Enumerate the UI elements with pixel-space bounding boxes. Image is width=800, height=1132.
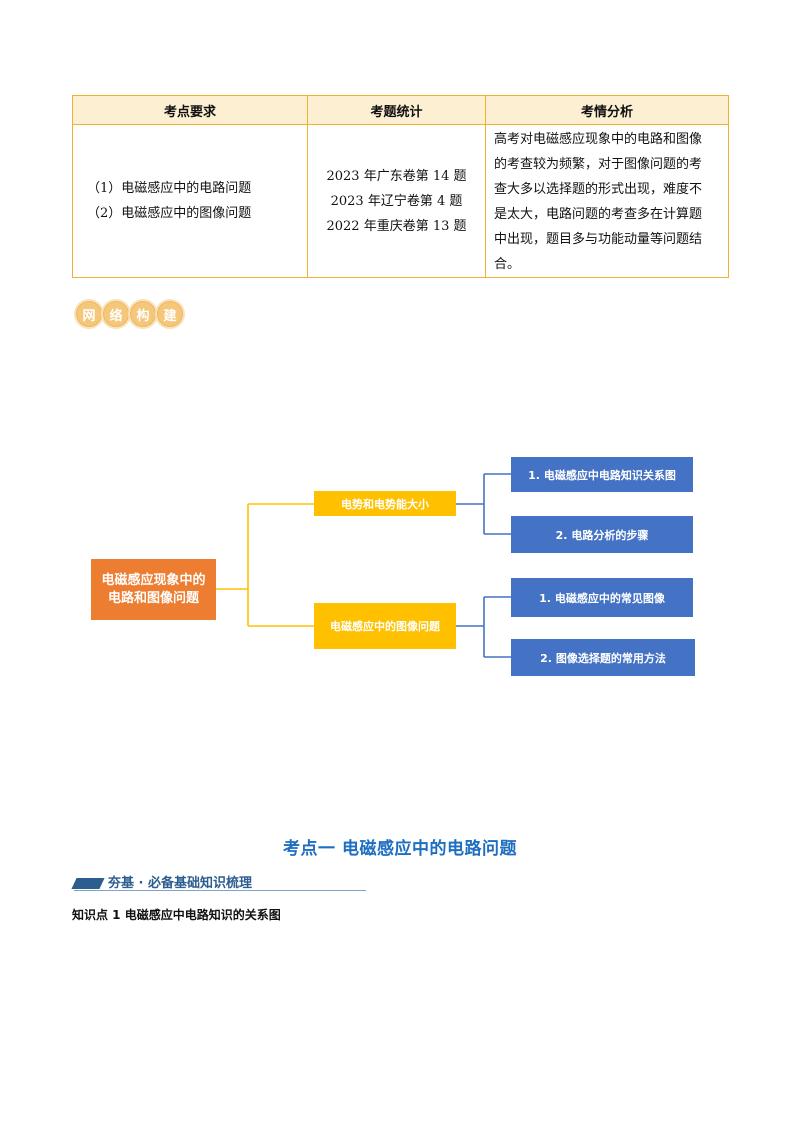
- mindmap-root-node: 电磁感应现象中的 电路和图像问题: [91, 559, 216, 620]
- banner-text: 夯基 · 必备基础知识梳理: [108, 876, 252, 891]
- requirement-item: （2）电磁感应中的图像问题: [87, 206, 252, 221]
- section-banner: 夯基 · 必备基础知识梳理: [71, 872, 366, 892]
- badge-char: 络: [101, 299, 131, 329]
- analysis-line: 是太大，电路问题的考查多在计算题: [494, 207, 703, 222]
- badge-char: 构: [128, 299, 158, 329]
- mindmap-leaf-circuit-steps: 2. 电路分析的步骤: [511, 516, 693, 553]
- header-statistics: 考题统计: [307, 95, 486, 125]
- requirements-cell: （1）电磁感应中的电路问题 （2）电磁感应中的图像问题: [72, 124, 308, 278]
- table-header-row: 考点要求 考题统计 考情分析: [72, 95, 729, 125]
- statistics-cell: 2023 年广东卷第 14 题 2023 年辽宁卷第 4 题 2022 年重庆卷…: [307, 124, 486, 278]
- exam-overview-table: 考点要求 考题统计 考情分析 （1）电磁感应中的电路问题 （2）电磁感应中的图像…: [72, 95, 729, 278]
- root-label-line1: 电磁感应现象中的: [101, 572, 206, 588]
- network-construction-badge: 网 络 构 建: [74, 298, 185, 330]
- analysis-line: 高考对电磁感应现象中的电路和图像: [494, 132, 703, 147]
- root-connectors: [216, 503, 314, 627]
- header-requirements: 考点要求: [72, 95, 308, 125]
- knowledge-point-title: 知识点 1 电磁感应中电路知识的关系图: [72, 908, 281, 922]
- table-row: （1）电磁感应中的电路问题 （2）电磁感应中的图像问题 2023 年广东卷第 1…: [72, 124, 729, 278]
- mindmap-leaf-common-graphs: 1. 电磁感应中的常见图像: [511, 578, 693, 617]
- mindmap-leaf-circuit-relation: 1. 电磁感应中电路知识关系图: [511, 457, 693, 492]
- mindmap-leaf-graph-methods: 2. 图像选择题的常用方法: [511, 639, 695, 676]
- banner-underline: [74, 890, 366, 891]
- badge-char: 建: [155, 299, 185, 329]
- analysis-cell: 高考对电磁感应现象中的电路和图像 的考查较为频繁，对于图像问题的考 查大多以选择…: [485, 124, 729, 278]
- analysis-line: 合。: [494, 257, 521, 272]
- stat-item: 2022 年重庆卷第 13 题: [326, 218, 467, 234]
- analysis-line: 查大多以选择题的形式出现，难度不: [494, 182, 703, 197]
- root-label-line2: 电路和图像问题: [107, 590, 199, 606]
- analysis-line: 中出现，题目多与功能动量等问题结: [494, 232, 703, 247]
- mindmap-mid-node-graph: 电磁感应中的图像问题: [314, 603, 456, 649]
- mid-connectors: [456, 473, 511, 658]
- header-analysis: 考情分析: [485, 95, 729, 125]
- requirement-item: （1）电磁感应中的电路问题: [87, 181, 252, 196]
- analysis-line: 的考查较为频繁，对于图像问题的考: [494, 157, 703, 172]
- mindmap-mid-node-potential: 电势和电势能大小: [314, 491, 456, 516]
- section-title: 考点一 电磁感应中的电路问题: [283, 839, 517, 859]
- banner-bar: [71, 878, 105, 889]
- stat-item: 2023 年辽宁卷第 4 题: [330, 193, 463, 209]
- badge-char: 网: [74, 299, 104, 329]
- stat-item: 2023 年广东卷第 14 题: [326, 168, 467, 184]
